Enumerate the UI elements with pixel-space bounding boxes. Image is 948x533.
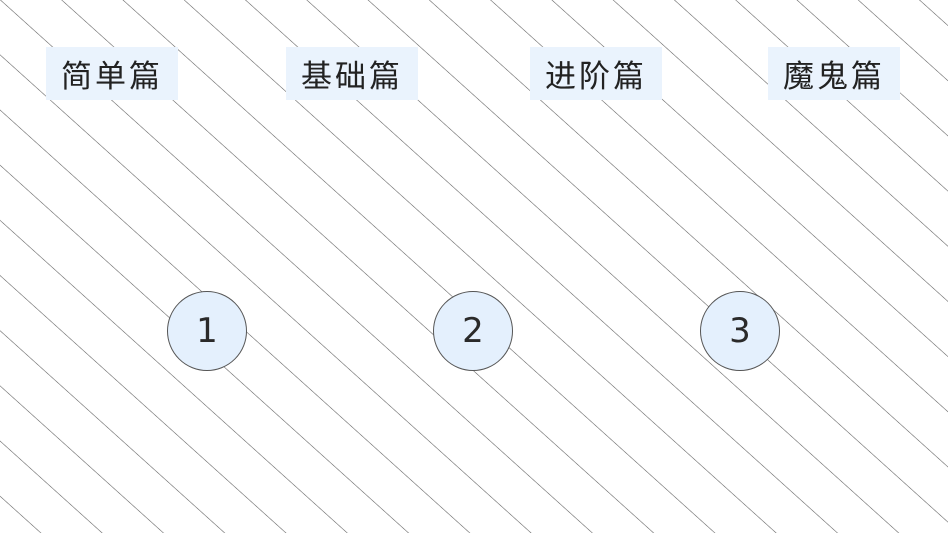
level-label-expert: 魔鬼篇 [768, 47, 900, 100]
step-circle-1: 1 [167, 291, 247, 371]
level-label-basic: 基础篇 [286, 47, 418, 100]
step-number: 1 [196, 311, 218, 351]
level-label-simple: 简单篇 [46, 47, 178, 100]
step-number: 3 [729, 311, 751, 351]
level-label-advanced: 进阶篇 [530, 47, 662, 100]
step-circle-2: 2 [433, 291, 513, 371]
step-number: 2 [462, 311, 484, 351]
step-circle-3: 3 [700, 291, 780, 371]
